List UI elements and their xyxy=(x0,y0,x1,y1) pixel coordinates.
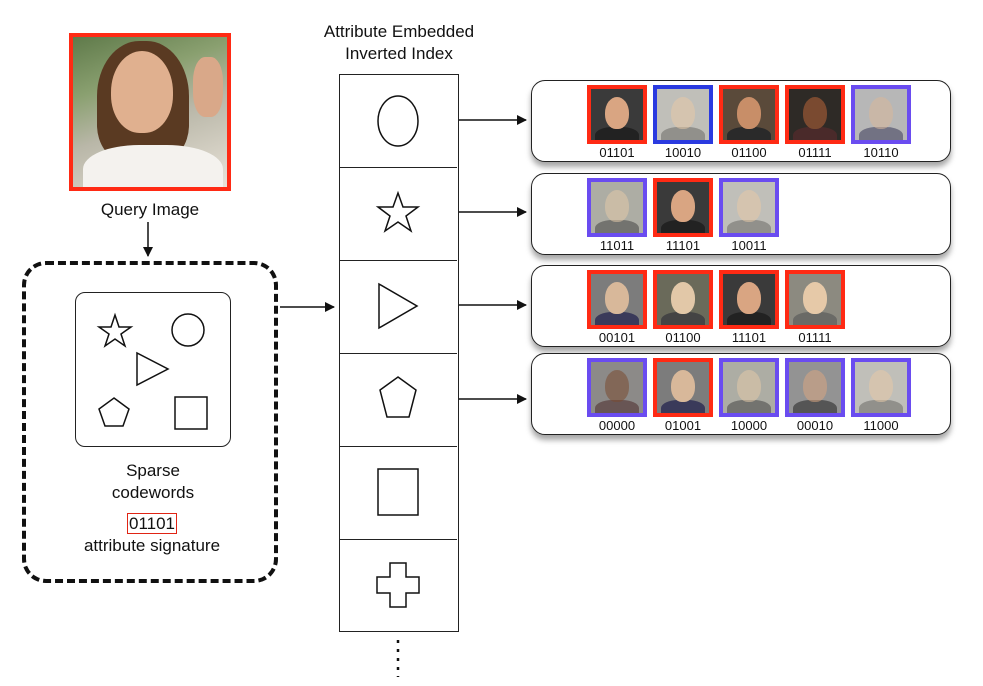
index-title-line2: Inverted Index xyxy=(345,44,453,63)
result-face-thumbnail xyxy=(587,178,647,237)
index-cell-triangle xyxy=(340,261,457,354)
result-face-thumbnail xyxy=(785,358,845,417)
result-face-thumbnail xyxy=(785,270,845,329)
star-icon xyxy=(96,312,134,348)
result-face-thumbnail xyxy=(719,358,779,417)
result-face-thumbnail xyxy=(587,358,647,417)
codeword-shapes-card xyxy=(75,292,231,447)
pentagon-icon xyxy=(379,376,417,418)
result-code-label: 00010 xyxy=(796,418,834,433)
pentagon-icon xyxy=(98,397,130,427)
result-code-label: 01101 xyxy=(599,145,635,160)
square-icon xyxy=(174,396,208,430)
attribute-signature-label: attribute signature xyxy=(83,536,221,555)
triangle-icon xyxy=(378,282,419,330)
index-title-line1: Attribute Embedded xyxy=(323,22,475,41)
codewords-label-line1: Sparse xyxy=(126,461,180,480)
result-face-thumbnail xyxy=(719,270,779,329)
result-face-thumbnail xyxy=(653,270,713,329)
result-face-thumbnail xyxy=(719,178,779,237)
result-face-thumbnail xyxy=(851,358,911,417)
result-face-thumbnail xyxy=(587,270,647,329)
result-code-label: 10110 xyxy=(863,145,899,160)
result-code-label: 01001 xyxy=(664,418,702,433)
codewords-label-line2: codewords xyxy=(111,483,195,502)
index-cell-square xyxy=(340,447,457,540)
result-code-label: 01111 xyxy=(798,145,832,160)
query-image-label: Query Image xyxy=(100,200,200,219)
result-face-thumbnail xyxy=(785,85,845,144)
index-cell-circle xyxy=(340,75,457,168)
star-icon xyxy=(375,190,421,233)
result-code-label: 11011 xyxy=(599,238,635,253)
query-image xyxy=(69,33,231,191)
result-code-label: 00000 xyxy=(598,418,636,433)
result-code-label: 11101 xyxy=(665,238,701,253)
codeword-box xyxy=(22,261,278,583)
square-icon xyxy=(377,468,419,516)
result-code-label: 10000 xyxy=(730,418,768,433)
result-face-thumbnail xyxy=(653,178,713,237)
result-face-thumbnail xyxy=(719,85,779,144)
result-code-label: 00101 xyxy=(598,330,636,345)
result-code-label: 01111 xyxy=(798,330,832,345)
cross-icon xyxy=(376,562,420,608)
result-code-label: 01100 xyxy=(665,330,701,345)
result-face-thumbnail xyxy=(653,85,713,144)
result-face-thumbnail xyxy=(851,85,911,144)
triangle-icon xyxy=(136,351,170,387)
index-cell-star xyxy=(340,168,457,261)
inverted-index-column xyxy=(339,74,459,632)
circle-icon xyxy=(377,95,419,147)
result-code-label: 10011 xyxy=(731,238,767,253)
result-code-label: 10010 xyxy=(664,145,702,160)
result-code-label: 01100 xyxy=(731,145,767,160)
result-code-label: 11000 xyxy=(863,418,899,433)
result-code-label: 11101 xyxy=(731,330,767,345)
attribute-signature-code: 01101 xyxy=(126,513,177,534)
result-face-thumbnail xyxy=(653,358,713,417)
result-face-thumbnail xyxy=(587,85,647,144)
index-cell-pentagon xyxy=(340,354,457,447)
circle-icon xyxy=(171,313,205,347)
signature-row: 01101 xyxy=(62,513,242,534)
